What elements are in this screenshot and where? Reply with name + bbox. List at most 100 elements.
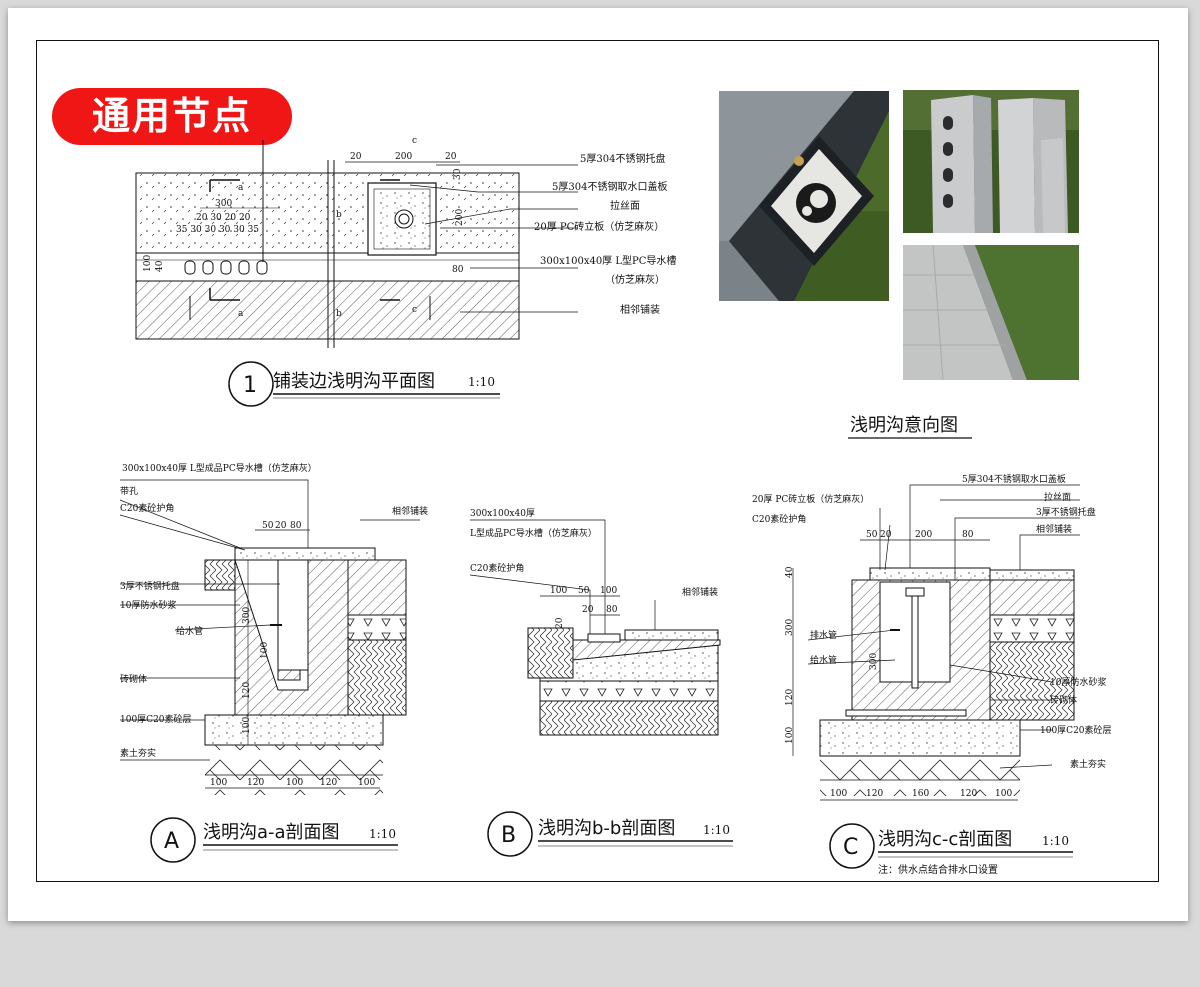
a-label-hole: 带孔: [120, 486, 138, 497]
a-label-concrete: 100厚C20素砼层: [120, 713, 192, 725]
plan-dim-top-1: 20: [350, 152, 362, 162]
a-dim-vert-2: 100: [260, 642, 270, 659]
c-dim-vert-1: 40: [785, 566, 795, 578]
b-label-paving: 相邻铺装: [682, 586, 718, 598]
section-c-note: 注：供水点结合排水口设置: [878, 863, 998, 876]
plan-label-brushed: 拉丝面: [610, 199, 640, 212]
c-label-cover: 5厚304不锈钢取水口盖板: [962, 473, 1066, 485]
plan-label-l-channel: 300x100x40厚 L型PC导水槽: [540, 254, 676, 267]
plan-label-cover: 5厚304不锈钢取水口盖板: [552, 180, 667, 193]
a-dim-top-1: 50: [262, 521, 274, 531]
section-c-scale: 1:10: [1042, 834, 1069, 848]
a-dim-bottom-5: 100: [358, 778, 375, 788]
b-dim-1: 100: [550, 586, 567, 596]
c-dim-top-1: 50: [866, 530, 878, 540]
c-dim-top-4: 80: [962, 530, 974, 540]
plan-number: 1: [243, 373, 257, 398]
b-label-channel: L型成品PC导水槽（仿芝麻灰）: [470, 527, 597, 539]
a-label-brick: 砖砌体: [120, 673, 147, 685]
plan-label-pc-board: 20厚 PC砖立板（仿芝麻灰）: [534, 220, 664, 233]
plan-cut-b-bottom: b: [336, 309, 342, 319]
section-a-scale: 1:10: [369, 827, 396, 841]
a-label-channel: 300x100x40厚 L型成品PC导水槽（仿芝麻灰）: [122, 462, 317, 474]
a-label-corner: C20素砼护角: [120, 502, 174, 514]
badge-general-node: 通用节点: [52, 88, 292, 145]
section-c: 5厚304不锈钢取水口盖板 拉丝面 20厚 PC砖立板（仿芝麻灰） 3厚不锈钢托…: [752, 473, 1112, 876]
c-label-supply-pipe: 给水管: [810, 654, 837, 666]
section-b-title: 浅明沟b-b剖面图: [538, 818, 675, 839]
a-dim-vert-1: 300: [242, 607, 252, 624]
a-label-tray: 3厚不锈钢托盘: [120, 580, 180, 592]
plan-dim-inner-3: 35 30 30 30 30 35: [176, 225, 259, 235]
b-dim-2: 50: [578, 586, 590, 596]
c-dim-bottom-3: 160: [912, 789, 929, 799]
plan-dim-top-2: 200: [395, 152, 412, 162]
section-a-title: 浅明沟a-a剖面图: [203, 822, 340, 843]
a-label-mortar: 10厚防水砂浆: [120, 599, 176, 611]
c-label-drain-pipe: 排水管: [810, 629, 837, 641]
plan-cut-a-bottom: a: [238, 309, 244, 319]
plan-view: a a b b c c 20 200 20 300 20 30 20 20 35…: [135, 136, 676, 407]
c-dim-top-3: 200: [915, 530, 932, 540]
c-dim-vert-4: 100: [785, 727, 795, 744]
a-label-paving: 相邻铺装: [392, 505, 428, 517]
plan-cut-b-top: b: [336, 210, 342, 220]
section-b-number: B: [501, 823, 516, 848]
section-b-scale: 1:10: [703, 823, 730, 837]
plan-label-color: （仿芝麻灰）: [605, 273, 665, 286]
c-label-pc-board: 20厚 PC砖立板（仿芝麻灰）: [752, 493, 869, 505]
section-a-number: A: [164, 829, 179, 854]
photo-pc-channel-block: [903, 90, 1079, 233]
c-label-brushed: 拉丝面: [1044, 491, 1071, 503]
c-label-tray: 3厚不锈钢托盘: [1036, 506, 1096, 518]
photo-drain-cover: [719, 91, 889, 301]
plan-cut-c-top: c: [412, 136, 417, 146]
c-dim-vert-2: 300: [785, 619, 795, 636]
plan-cut-c-bottom: c: [412, 305, 417, 315]
a-dim-bottom-2: 120: [247, 778, 264, 788]
c-dim-bottom-5: 100: [995, 789, 1012, 799]
plan-dim-side-3: 30: [453, 168, 463, 180]
c-label-concrete: 100厚C20素砼层: [1040, 724, 1112, 736]
plan-cut-a-top: a: [238, 183, 244, 193]
plan-dim-left-2: 40: [155, 260, 165, 272]
plan-dim-inner-2: 20 30 20 20: [196, 213, 251, 223]
plan-dim-side-1: 80: [452, 265, 464, 275]
c-label-soil: 素土夯实: [1070, 758, 1106, 770]
c-dim-top-2: 20: [880, 530, 892, 540]
plan-dim-top-3: 20: [445, 152, 457, 162]
photos-title: 浅明沟意向图: [850, 415, 958, 436]
plan-dim-side-2: 200: [455, 209, 465, 226]
c-label-mortar: 10厚防水砂浆: [1050, 676, 1106, 688]
c-label-corner: C20素砼护角: [752, 513, 806, 525]
section-b: 300x100x40厚 L型成品PC导水槽（仿芝麻灰） C20素砼护角 相邻铺装…: [469, 508, 733, 857]
a-dim-bottom-4: 120: [320, 778, 337, 788]
b-dim-3: 100: [600, 586, 617, 596]
a-dim-top-2: 20: [275, 521, 287, 531]
c-dim-bottom-2: 120: [866, 789, 883, 799]
c-dim-vert-5: 300: [869, 653, 879, 670]
section-c-title: 浅明沟c-c剖面图: [878, 829, 1012, 850]
plan-title: 铺装边浅明沟平面图: [273, 371, 435, 392]
a-label-pipe: 给水管: [176, 625, 203, 637]
plan-label-tray: 5厚304不锈钢托盘: [580, 152, 665, 165]
a-label-soil: 素土夯实: [120, 747, 156, 759]
b-dim-5: 80: [606, 605, 618, 615]
plan-dim-left-1: 100: [143, 255, 153, 272]
plan-dim-inner-1: 300: [215, 199, 232, 209]
b-dim-6: 20: [555, 617, 565, 629]
drawing-frame: [36, 40, 1159, 882]
a-dim-vert-3: 120: [242, 682, 252, 699]
b-label-size: 300x100x40厚: [470, 508, 535, 519]
a-dim-top-3: 80: [290, 521, 302, 531]
plan-label-paving: 相邻铺装: [620, 303, 660, 316]
c-label-paving: 相邻铺装: [1036, 523, 1072, 535]
section-c-number: C: [843, 835, 858, 860]
a-dim-bottom-3: 100: [286, 778, 303, 788]
c-label-brick: 砖砌体: [1050, 694, 1077, 706]
plan-scale: 1:10: [468, 375, 495, 389]
c-dim-vert-3: 120: [785, 689, 795, 706]
section-a: 300x100x40厚 L型成品PC导水槽（仿芝麻灰） 带孔 C20素砼护角 相…: [119, 462, 428, 863]
c-dim-bottom-4: 120: [960, 789, 977, 799]
